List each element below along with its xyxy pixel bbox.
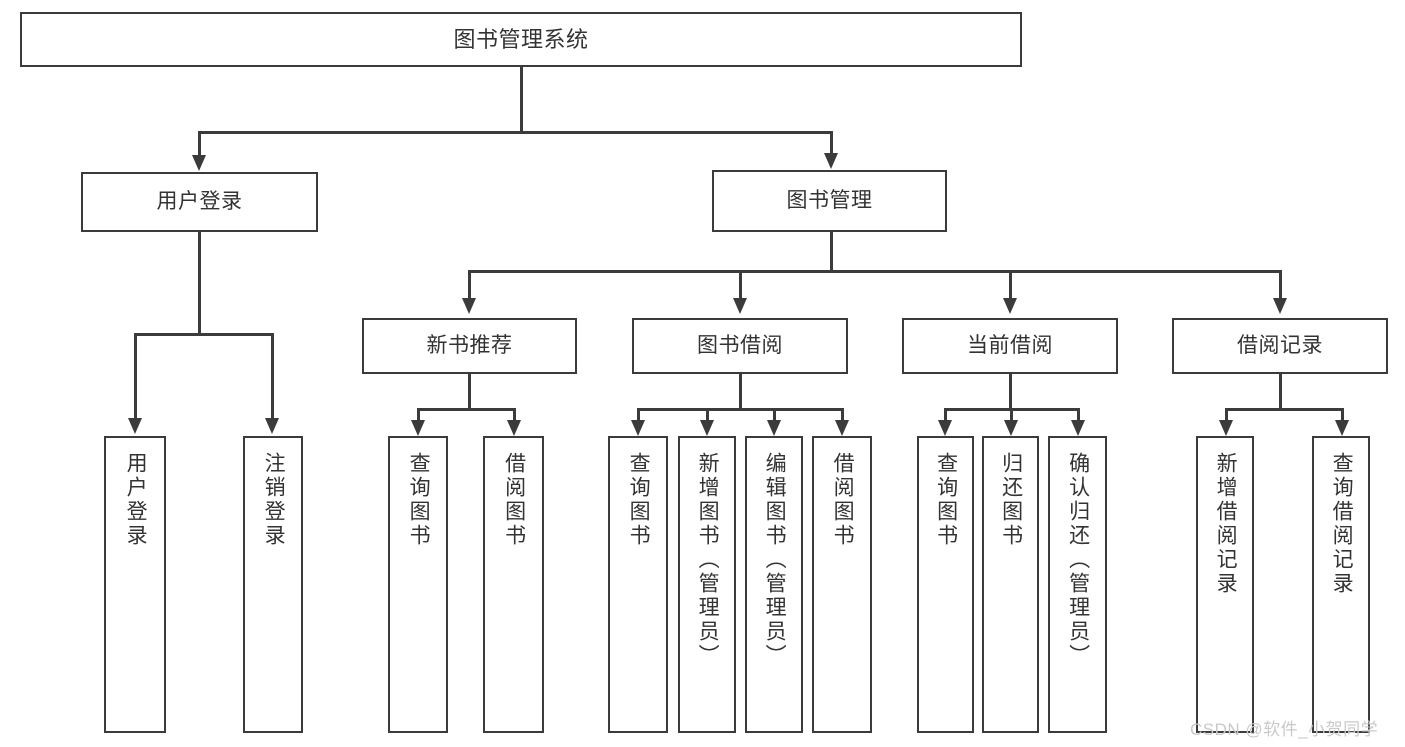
node-user-login[interactable]: 用户登录 xyxy=(81,172,318,232)
node-leaf-query-record-label: 查询借阅记录 xyxy=(1330,452,1354,596)
node-borrow-record-label: 借阅记录 xyxy=(1237,333,1323,357)
connector-book-manage-to-book-borrow xyxy=(739,270,742,300)
connector-new-book-to-leaf-2 xyxy=(513,408,516,422)
node-leaf-borrow-book-1[interactable]: 借阅图书 xyxy=(483,436,544,733)
connector-book-borrow-to-leaf-2 xyxy=(706,408,709,422)
node-current-borrow-label: 当前借阅 xyxy=(967,333,1053,357)
connector-book-manage-stem xyxy=(830,232,833,272)
arrow-book-borrow-to-leaf-2 xyxy=(700,420,714,436)
arrow-new-book-to-leaf-2 xyxy=(507,420,521,436)
arrow-book-manage-to-book-borrow xyxy=(733,298,747,314)
arrow-user-login-to-leaf-1 xyxy=(128,418,142,434)
arrow-borrow-record-to-leaf-1 xyxy=(1219,420,1233,436)
node-leaf-logout-label: 注销登录 xyxy=(262,452,286,548)
node-leaf-edit-book[interactable]: 编辑图书（管理员） xyxy=(745,436,803,733)
connector-book-borrow-bus xyxy=(637,408,842,411)
node-leaf-query-book-1[interactable]: 查询图书 xyxy=(388,436,448,733)
node-book-borrow-label: 图书借阅 xyxy=(697,333,783,357)
node-leaf-borrow-book-1-label: 借阅图书 xyxy=(502,452,526,548)
connector-user-login-to-leaf-2 xyxy=(271,333,274,420)
arrow-current-borrow-to-leaf-1 xyxy=(938,420,952,436)
node-leaf-query-book-1-label: 查询图书 xyxy=(407,452,431,548)
connector-borrow-record-stem xyxy=(1279,374,1282,410)
node-new-book-recommend-label: 新书推荐 xyxy=(426,333,513,357)
node-root[interactable]: 图书管理系统 xyxy=(20,12,1022,67)
connector-user-login-stem xyxy=(198,232,201,335)
node-book-borrow[interactable]: 图书借阅 xyxy=(632,318,848,374)
node-borrow-record[interactable]: 借阅记录 xyxy=(1172,318,1388,374)
node-leaf-return-book-label: 归还图书 xyxy=(999,452,1023,548)
connector-root-to-book-manage xyxy=(830,131,833,155)
connector-current-borrow-to-leaf-2 xyxy=(1010,408,1013,422)
connector-book-borrow-stem xyxy=(739,374,742,410)
node-leaf-logout[interactable]: 注销登录 xyxy=(243,436,303,733)
node-leaf-query-book-3[interactable]: 查询图书 xyxy=(917,436,974,733)
node-book-manage-label: 图书管理 xyxy=(786,188,873,212)
connector-root-stem xyxy=(520,67,523,133)
node-book-manage[interactable]: 图书管理 xyxy=(712,170,947,232)
node-leaf-edit-book-label: 编辑图书（管理员） xyxy=(763,452,787,668)
connector-book-borrow-to-leaf-3 xyxy=(773,408,776,422)
node-leaf-user-login[interactable]: 用户登录 xyxy=(104,436,166,733)
connector-borrow-record-to-leaf-2 xyxy=(1341,408,1344,422)
arrow-new-book-to-leaf-1 xyxy=(411,420,425,436)
node-leaf-add-book-label: 新增图书（管理员） xyxy=(696,452,720,668)
node-leaf-query-book-3-label: 查询图书 xyxy=(934,452,958,548)
connector-new-book-stem xyxy=(468,374,471,410)
arrow-root-to-user-login xyxy=(192,155,206,171)
connector-book-manage-bus xyxy=(468,270,1280,273)
node-new-book-recommend[interactable]: 新书推荐 xyxy=(362,318,577,374)
connector-book-borrow-to-leaf-4 xyxy=(841,408,844,422)
arrow-book-manage-to-borrow-record xyxy=(1273,298,1287,314)
connector-book-manage-to-current-borrow xyxy=(1009,270,1012,300)
connector-current-borrow-to-leaf-1 xyxy=(944,408,947,422)
node-leaf-query-book-2-label: 查询图书 xyxy=(627,452,651,548)
connector-root-bus xyxy=(198,131,832,134)
connector-new-book-bus xyxy=(417,408,516,411)
node-user-login-label: 用户登录 xyxy=(156,189,243,213)
connector-user-login-bus xyxy=(134,333,273,336)
node-leaf-add-record-label: 新增借阅记录 xyxy=(1214,452,1238,596)
arrow-borrow-record-to-leaf-2 xyxy=(1335,420,1349,436)
node-root-label: 图书管理系统 xyxy=(453,26,589,52)
node-leaf-confirm-return-label: 确认归还（管理员） xyxy=(1066,452,1090,668)
connector-borrow-record-to-leaf-1 xyxy=(1225,408,1228,422)
arrow-book-borrow-to-leaf-3 xyxy=(767,420,781,436)
connector-book-manage-to-borrow-record xyxy=(1279,270,1282,300)
arrow-user-login-to-leaf-2 xyxy=(265,418,279,434)
connector-new-book-to-leaf-1 xyxy=(417,408,420,422)
arrow-book-borrow-to-leaf-4 xyxy=(835,420,849,436)
node-leaf-user-login-label: 用户登录 xyxy=(124,452,148,548)
arrow-current-borrow-to-leaf-3 xyxy=(1071,420,1085,436)
node-leaf-borrow-book-2-label: 借阅图书 xyxy=(831,452,855,548)
node-leaf-query-book-2[interactable]: 查询图书 xyxy=(608,436,668,733)
arrow-root-to-book-manage xyxy=(824,153,838,169)
arrow-book-manage-to-new-book xyxy=(462,298,476,314)
arrow-book-manage-to-current-borrow xyxy=(1003,298,1017,314)
connector-book-borrow-to-leaf-1 xyxy=(637,408,640,422)
node-leaf-add-record[interactable]: 新增借阅记录 xyxy=(1196,436,1254,733)
arrow-current-borrow-to-leaf-2 xyxy=(1004,420,1018,436)
node-leaf-borrow-book-2[interactable]: 借阅图书 xyxy=(812,436,872,733)
node-leaf-return-book[interactable]: 归还图书 xyxy=(982,436,1039,733)
connector-book-manage-to-new-book xyxy=(468,270,471,300)
node-leaf-confirm-return[interactable]: 确认归还（管理员） xyxy=(1048,436,1107,733)
connector-user-login-to-leaf-1 xyxy=(134,333,137,420)
connector-current-borrow-to-leaf-3 xyxy=(1077,408,1080,422)
connector-borrow-record-bus xyxy=(1225,408,1343,411)
node-leaf-query-record[interactable]: 查询借阅记录 xyxy=(1312,436,1370,733)
connector-root-to-user-login xyxy=(198,131,201,157)
arrow-book-borrow-to-leaf-1 xyxy=(631,420,645,436)
node-current-borrow[interactable]: 当前借阅 xyxy=(902,318,1118,374)
node-leaf-add-book[interactable]: 新增图书（管理员） xyxy=(678,436,736,733)
connector-current-borrow-stem xyxy=(1009,374,1012,410)
